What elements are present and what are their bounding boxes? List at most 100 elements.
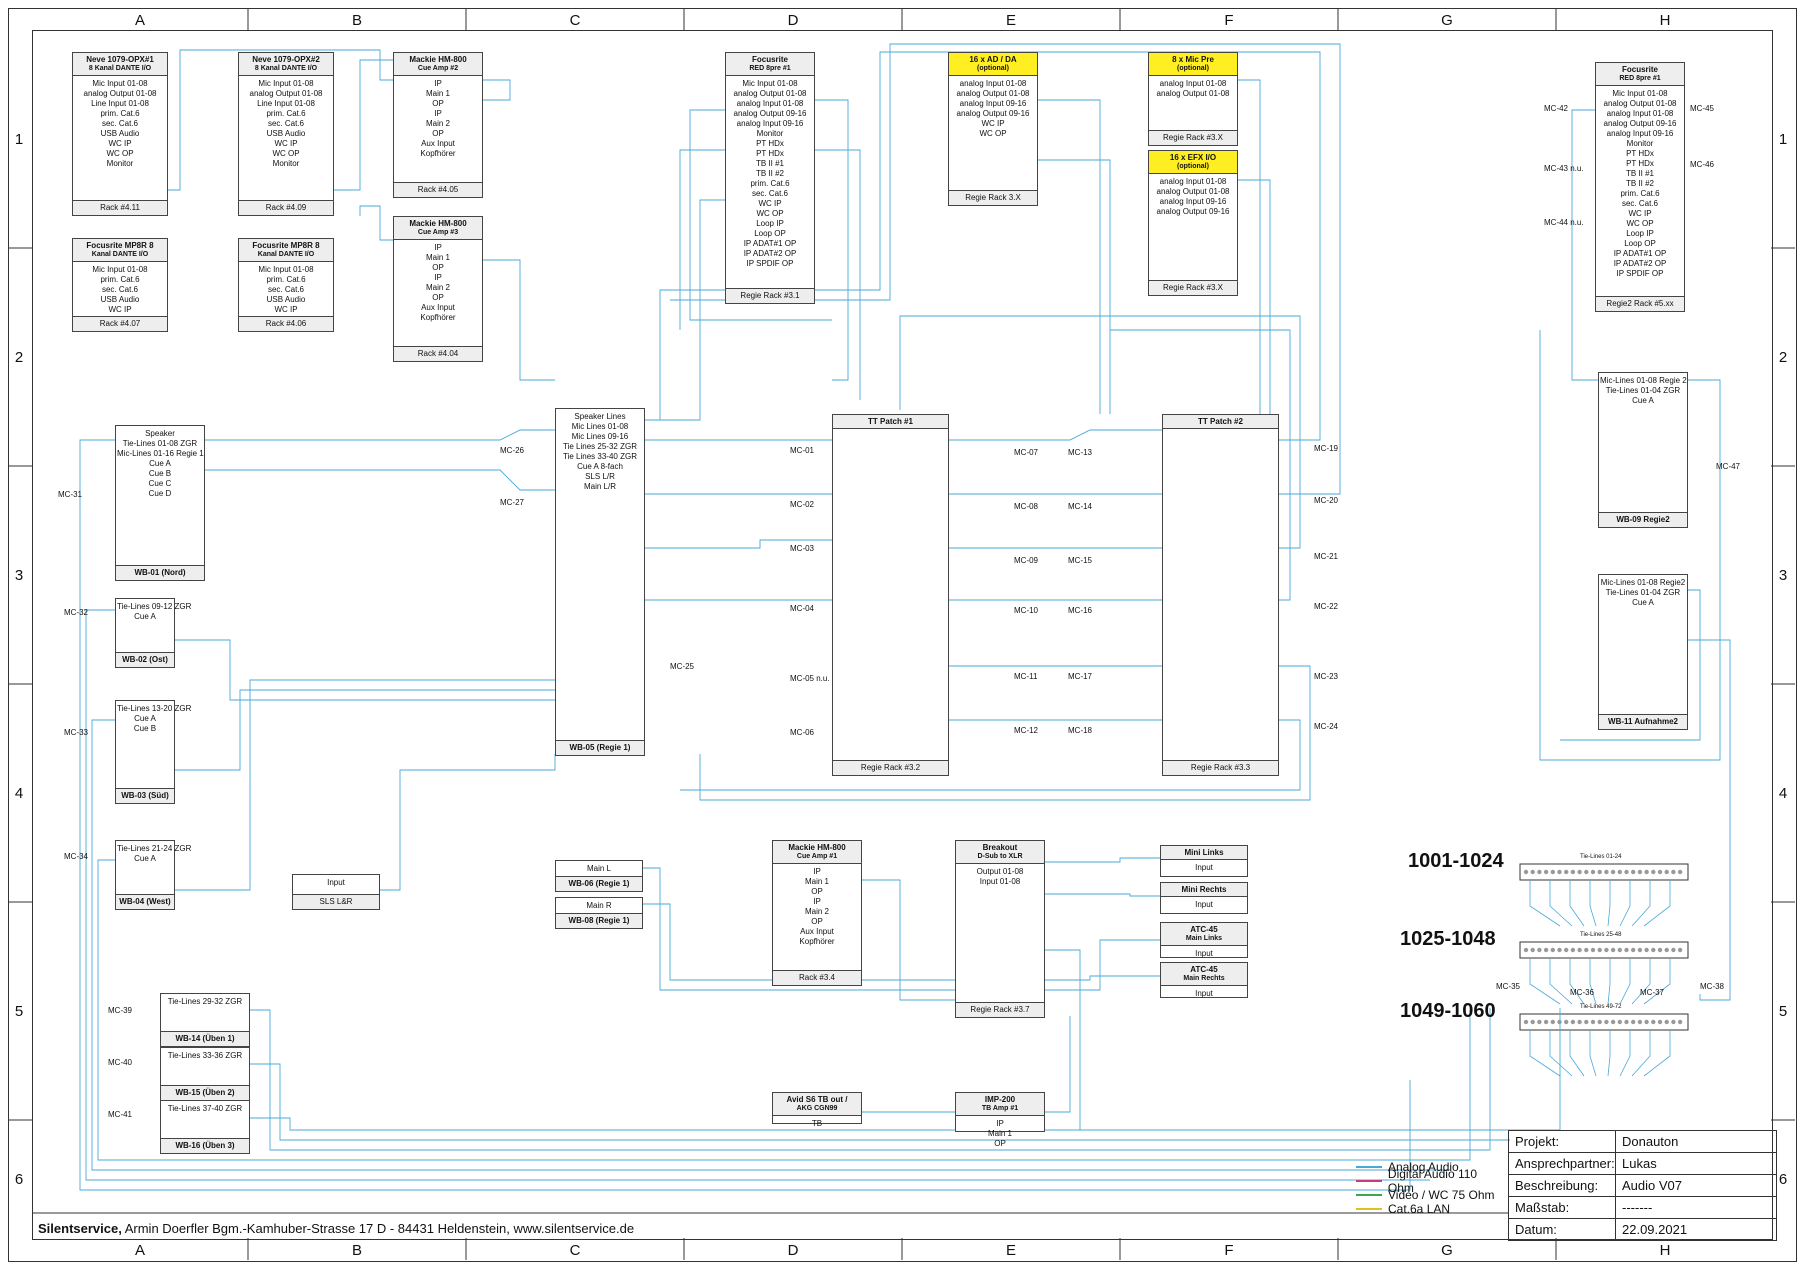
device-rack-label: Regie Rack #3.3: [1163, 760, 1278, 775]
device-title: TT Patch #1: [868, 417, 913, 426]
device-title: Focusrite: [1621, 65, 1658, 74]
device-title: Focusrite MP8R 8: [86, 241, 154, 250]
patchbay-jack: [1677, 869, 1683, 875]
patchbay-fanout: [1549, 880, 1573, 927]
patchbay-jack: [1570, 947, 1576, 953]
patchbay-jack: [1530, 947, 1535, 953]
device-port-label: sec. Cat.6: [751, 189, 788, 198]
patchbay-fanout: [1607, 958, 1611, 1005]
device-port-label: Mic Input 01-08: [92, 79, 148, 88]
device-port-label: prim. Cat.6: [266, 275, 306, 284]
patchbay-jack: [1543, 947, 1549, 953]
device-port-label: analog Output 09-16: [733, 109, 807, 118]
title-block-row: Beschreibung:Audio V07: [1509, 1175, 1776, 1197]
cable-label: MC-27: [500, 498, 525, 507]
cable-label: MC-37: [1640, 988, 1665, 997]
row-label-6-right: 6: [1778, 1171, 1788, 1188]
footer-company: Silentservice,: [38, 1221, 122, 1236]
device-port-label: analog Output 09-16: [956, 109, 1030, 118]
column-label-f: F: [1224, 12, 1234, 29]
device-port-label: USB Audio: [100, 295, 140, 304]
patchbay-jack: [1557, 869, 1562, 875]
device-port-label: Mic Input 01-08: [742, 79, 798, 88]
patchbay-jack: [1584, 869, 1589, 875]
cable-label: MC-32: [64, 608, 89, 617]
device-title: ATC-45: [1190, 965, 1218, 974]
device-port-label: Mic Input 01-08: [1612, 89, 1668, 98]
device-body: Tie-Lines 33-36 ZGR: [161, 1048, 249, 1063]
signal-wire: [378, 754, 556, 891]
device-title: Avid S6 TB out /: [786, 1095, 848, 1104]
device-port-label: Monitor: [756, 129, 784, 138]
signal-wire: [1571, 109, 1598, 381]
device-port-label: analog Output 01-08: [1156, 187, 1230, 196]
patchbay-label: Tie-Lines 25-48: [1580, 932, 1622, 938]
device-header: Avid S6 TB out /AKG CGN99: [773, 1093, 861, 1116]
device-subtitle: (optional): [1177, 163, 1209, 170]
device-port-label: analog Output 01-08: [733, 89, 807, 98]
device-port-label: Tie-Lines 01-04 ZGR: [1605, 386, 1681, 395]
signal-wire: [1110, 329, 1291, 601]
device-title: Neve 1079-OPX#1: [86, 55, 154, 64]
device-rack-label: WB-16 (Üben 3): [161, 1138, 249, 1153]
title-block-value: 22.09.2021: [1622, 1222, 1688, 1237]
device-port-label: WC IP: [108, 305, 132, 314]
signal-wire: [1539, 330, 1721, 761]
patchbay-fanout: [1619, 880, 1631, 927]
title-block-row: Datum:22.09.2021: [1509, 1219, 1776, 1240]
patchbay-jack: [1523, 947, 1529, 953]
device-title: Mackie HM-800: [409, 219, 467, 228]
device-port-label: analog Input 09-16: [1606, 129, 1674, 138]
patchbay-fanout: [1607, 1030, 1611, 1077]
device-port-label: Main L/R: [583, 482, 616, 491]
device-rack-label: WB-09 Regie2: [1599, 512, 1687, 527]
device-header: TT Patch #2: [1163, 415, 1278, 429]
patchbay-panel: [1519, 941, 1689, 959]
device-port-label: Loop OP: [754, 229, 786, 238]
patchbay-jack: [1577, 947, 1582, 953]
device-title: 8 x Mic Pre: [1172, 55, 1214, 64]
cable-label: MC-47: [1716, 462, 1741, 471]
patchbay-fanout: [1549, 958, 1573, 1005]
patchbay-jack: [1624, 947, 1629, 953]
signal-wire: [166, 49, 393, 191]
patchbay-jack: [1550, 1019, 1556, 1025]
patchbay-jack: [1597, 869, 1602, 875]
patchbay-jack: [1671, 1019, 1676, 1025]
device-port-label: Cue A: [149, 459, 171, 468]
device-port-label: IP SPDIF OP: [746, 259, 794, 268]
device-port-label: Cue C: [148, 479, 172, 488]
cable-label: MC-13: [1068, 448, 1093, 457]
cable-label: MC-45: [1690, 104, 1715, 113]
patchbay-jack: [1590, 947, 1596, 953]
device-rack-label: Regie Rack #3.7: [956, 1002, 1044, 1017]
device-port-label: OP: [994, 1139, 1006, 1148]
device-subtitle: RED 8pre #1: [749, 65, 791, 72]
legend-swatch: [1356, 1194, 1382, 1196]
device-port-label: analog Input 01-08: [1606, 109, 1674, 118]
device-title: ATC-45: [1190, 925, 1218, 934]
patchbay-jack: [1610, 1019, 1616, 1025]
signal-wire: [248, 1117, 1530, 1131]
device-port-label: analog Output 01-08: [83, 89, 157, 98]
device-port-label: sec. Cat.6: [267, 119, 304, 128]
device-port-label: USB Audio: [266, 295, 306, 304]
cable-label: MC-07: [1014, 448, 1039, 457]
device-port-label: Line Input 01-08: [91, 99, 149, 108]
device-rack-label: SLS L&R: [293, 894, 379, 909]
column-label-a: A: [134, 12, 145, 29]
legend-item: Analog Audio: [1356, 1160, 1506, 1174]
device-rack-label: WB-02 (Ost): [116, 652, 174, 667]
patchbay-jack: [1530, 869, 1535, 875]
